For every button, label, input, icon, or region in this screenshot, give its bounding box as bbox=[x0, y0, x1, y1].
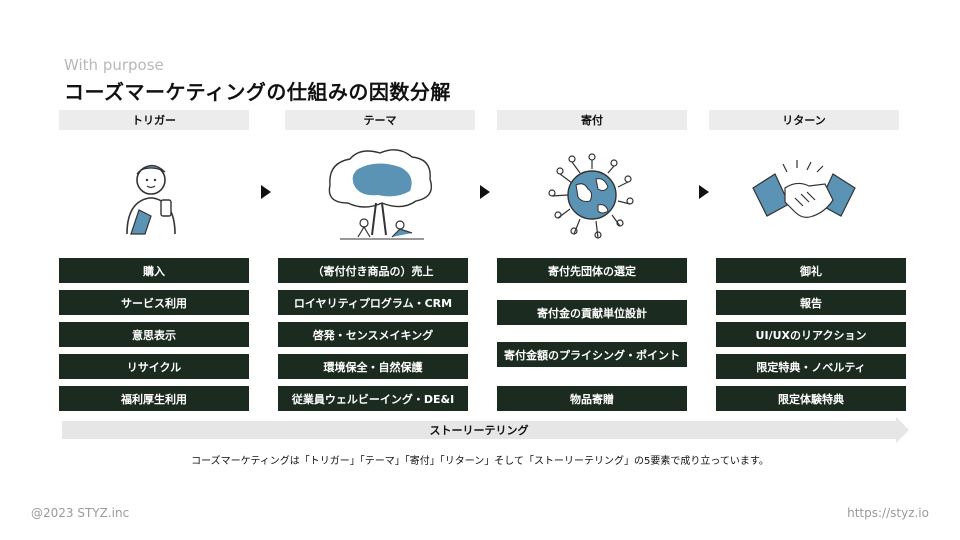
tree-people-icon bbox=[285, 140, 475, 250]
page-title: コーズマーケティングの仕組みの因数分解 bbox=[64, 80, 451, 104]
list-item: ロイヤリティプログラム・CRM bbox=[278, 290, 468, 315]
column-header-trigger: トリガー bbox=[59, 110, 249, 130]
list-item: （寄付付き商品の）売上 bbox=[278, 258, 468, 283]
list-item: 報告 bbox=[716, 290, 906, 315]
person-phone-icon bbox=[59, 140, 249, 250]
list-item: 寄付金額のプライシング・ポイント bbox=[497, 342, 687, 367]
list-item: 福利厚生利用 bbox=[59, 386, 249, 411]
list-item: リサイクル bbox=[59, 354, 249, 379]
site-url[interactable]: https://styz.io bbox=[847, 506, 929, 520]
storytelling-label: ストーリーテリング bbox=[429, 424, 529, 437]
description: コーズマーケティングは「トリガー」「テーマ」「寄付」「リターン」そして「ストーリ… bbox=[191, 456, 769, 467]
list-item: 限定体験特典 bbox=[716, 386, 906, 411]
list-item: 物品寄贈 bbox=[497, 386, 687, 411]
column-header-donation: 寄付 bbox=[497, 110, 687, 130]
list-item: 御礼 bbox=[716, 258, 906, 283]
eyebrow: With purpose bbox=[64, 56, 164, 74]
list-item: 限定特典・ノベルティ bbox=[716, 354, 906, 379]
storytelling-arrow-head bbox=[896, 417, 909, 443]
column-header-theme: テーマ bbox=[285, 110, 475, 130]
flow-arrow-2 bbox=[480, 185, 490, 199]
copyright: @2023 STYZ.inc bbox=[31, 506, 130, 520]
flow-arrow-1 bbox=[261, 185, 271, 199]
storytelling-arrow-bar bbox=[62, 421, 896, 439]
globe-people-icon bbox=[497, 140, 687, 250]
list-item: 購入 bbox=[59, 258, 249, 283]
list-item: 啓発・センスメイキング bbox=[278, 322, 468, 347]
handshake-icon bbox=[709, 140, 899, 250]
list-item: 環境保全・自然保護 bbox=[278, 354, 468, 379]
list-item: UI/UXのリアクション bbox=[716, 322, 906, 347]
column-header-return: リターン bbox=[709, 110, 899, 130]
list-item: 従業員ウェルビーイング・DE&I bbox=[278, 386, 468, 411]
list-item: 寄付金の貢献単位設計 bbox=[497, 300, 687, 325]
list-item: 寄付先団体の選定 bbox=[497, 258, 687, 283]
flow-arrow-3 bbox=[699, 185, 709, 199]
list-item: 意思表示 bbox=[59, 322, 249, 347]
list-item: サービス利用 bbox=[59, 290, 249, 315]
